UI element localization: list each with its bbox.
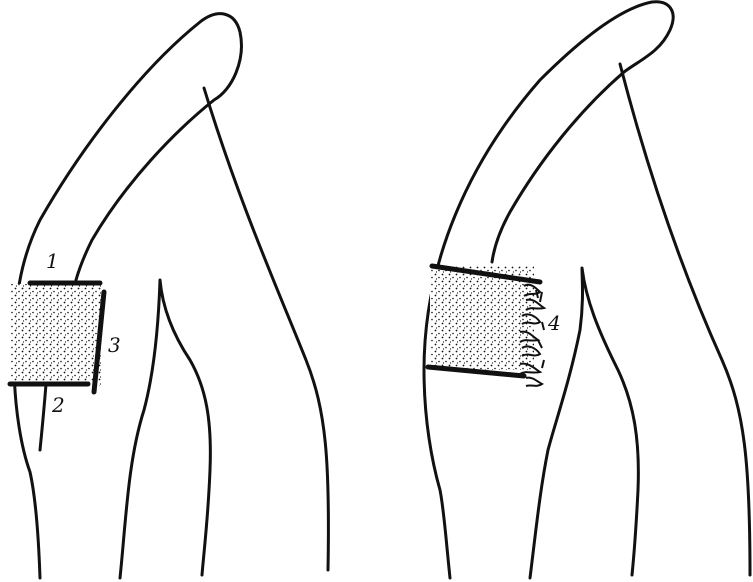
- left-right-limb: [204, 88, 328, 570]
- left-stippled-block: [10, 284, 102, 386]
- right-stippled-block: [430, 266, 534, 370]
- right-right-limb: [620, 64, 750, 575]
- left-lower-line: [40, 384, 46, 450]
- left-figure: 1 2 3: [10, 14, 328, 578]
- right-inner-column: [530, 268, 638, 578]
- label-1: 1: [46, 249, 59, 273]
- label-3: 3: [108, 333, 121, 357]
- label-2: 2: [51, 393, 65, 417]
- left-inner-column: [120, 280, 210, 578]
- label-4: 4: [547, 311, 561, 335]
- right-figure: 4: [424, 2, 750, 578]
